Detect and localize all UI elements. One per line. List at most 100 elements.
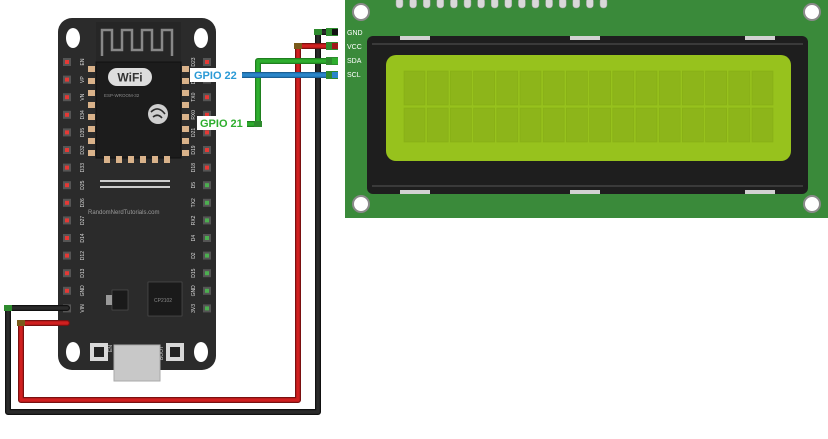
lcd-bezel-mark	[570, 36, 600, 40]
header-pin	[65, 183, 69, 188]
lcd-char-cell	[473, 107, 495, 143]
header-pin	[65, 218, 69, 223]
lcd-pin-labels: GND VCC SDA SCL	[347, 30, 363, 79]
header-pin-label: D12	[80, 251, 86, 260]
header-pin	[65, 236, 69, 240]
lcd-char-cell	[426, 70, 449, 106]
gpio21-label: GPIO 21	[200, 118, 243, 130]
header-pin	[205, 218, 209, 223]
header-pin	[65, 271, 69, 276]
lcd-char-cell	[705, 70, 727, 106]
lcd-char-cell	[751, 70, 774, 106]
esp32-board: WiFi ESP-WROOM-32 RandomNerdTutorials.co…	[58, 18, 216, 382]
header-pin	[65, 77, 69, 82]
board-mount-hole	[66, 342, 80, 362]
lcd-char-cell	[496, 107, 519, 143]
wire-vcc	[19, 44, 335, 402]
wire-junction	[17, 320, 25, 326]
lcd-mount-hole	[352, 195, 370, 213]
header-pin-label: RX0	[191, 110, 197, 120]
lcd-pin-tip-vcc	[332, 43, 338, 49]
lcd-header-pad	[450, 0, 458, 9]
lcd-char-cell	[635, 107, 658, 143]
chip-label: CP2102	[154, 298, 172, 304]
header-pin-label: D18	[191, 163, 197, 172]
lcd-char-cell	[566, 107, 588, 143]
lcd-header-pad	[477, 0, 485, 9]
lcd-header-pad	[586, 0, 594, 9]
en-button-label: EN	[108, 345, 114, 352]
header-pin	[65, 95, 69, 100]
regulator-tab	[106, 295, 112, 305]
lcd-char-cell	[496, 70, 519, 106]
lcd-bezel-mark	[570, 190, 600, 194]
antenna-trace	[100, 28, 174, 56]
header-pin-label: GND	[80, 285, 86, 297]
lcd-pin-label-gnd: GND	[347, 30, 363, 37]
header-pin	[205, 200, 209, 205]
header-pin-label: D34	[80, 110, 86, 119]
lcd-char-cell	[705, 107, 727, 143]
lcd-char-cell	[519, 70, 542, 106]
header-pin	[205, 95, 209, 100]
header-pin	[65, 148, 69, 152]
gpio22-label: GPIO 22	[194, 70, 237, 82]
lcd-char-cell	[612, 70, 635, 106]
lcd-char-cell	[403, 70, 426, 106]
lcd-bezel-mark	[400, 190, 430, 194]
header-pin-label: GND	[191, 285, 197, 297]
header-pin-label: D32	[80, 145, 86, 154]
en-button-cap[interactable]	[94, 347, 104, 357]
lcd-char-cell	[612, 107, 635, 143]
header-pin-label: D35	[80, 128, 86, 137]
lcd-char-cell	[542, 70, 565, 106]
gpio22-label-bg	[190, 68, 242, 82]
lcd-char-cell	[450, 70, 472, 106]
boot-button-cap[interactable]	[170, 347, 180, 357]
wire-junction	[294, 43, 302, 49]
wire-junction	[4, 305, 12, 311]
header-pin	[65, 200, 69, 205]
lcd-char-cell	[728, 70, 751, 106]
lcd-char-cell	[542, 107, 565, 143]
lcd-header-pad	[518, 0, 526, 9]
header-pin-label: D2	[191, 252, 197, 259]
lcd-char-cell	[682, 70, 704, 106]
lcd-header-pad	[463, 0, 472, 9]
lcd-bezel-mark	[745, 36, 775, 40]
header-pin-label: D21	[191, 128, 197, 137]
board-mount-hole	[194, 342, 208, 362]
lcd-char-cell	[589, 107, 611, 143]
lcd-pin-label-scl: SCL	[347, 72, 361, 79]
lcd-char-cell	[751, 107, 774, 143]
lcd-header-pad	[599, 0, 608, 9]
header-pin-label: VN	[80, 93, 86, 100]
espressif-logo-mark	[150, 108, 166, 119]
header-pin-label: VIN	[80, 304, 86, 313]
wifi-logo: WiFi	[117, 71, 142, 85]
header-pin	[205, 60, 209, 64]
module-pads	[88, 66, 189, 163]
header-pin-label: TX0	[191, 92, 197, 101]
header-pin-label: D19	[191, 145, 197, 154]
header-pin-label: VP	[80, 76, 86, 83]
left-header: ENVPVND34D35D32D33D25D26D27D14D12D13GNDV…	[63, 58, 86, 313]
lcd-char-cell	[426, 107, 449, 143]
board-mount-hole	[194, 28, 208, 48]
header-pin	[205, 306, 209, 311]
lcd-bezel-mark	[745, 190, 775, 194]
lcd-header-pad	[395, 0, 404, 9]
lcd-pin-tip-gnd	[332, 29, 338, 35]
header-pin-label: RX2	[191, 215, 197, 225]
header-pin	[205, 236, 209, 240]
lcd-mount-hole	[803, 3, 821, 21]
lcd-module: GND VCC SDA SCL	[345, 0, 828, 218]
lcd-char-cell	[450, 107, 472, 143]
lcd-pin-tip-sda	[332, 58, 338, 64]
lcd-char-cell	[589, 70, 611, 106]
wifi-logo-badge	[108, 68, 152, 86]
lcd-char-cell	[473, 70, 495, 106]
header-pin-label: D4	[191, 235, 197, 242]
lcd-character-grid	[403, 70, 774, 143]
